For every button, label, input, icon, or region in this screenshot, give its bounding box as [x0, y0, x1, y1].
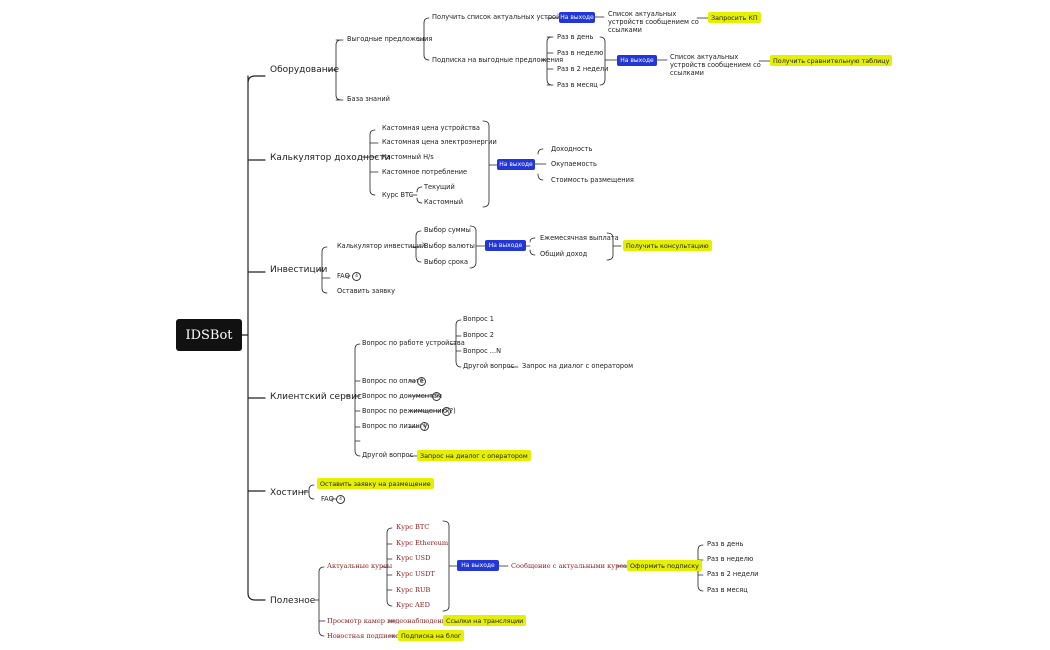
support-badge-2: 5: [442, 407, 451, 416]
useful-period-0[interactable]: Раз в день: [707, 540, 744, 548]
invest-param-1[interactable]: Выбор валюты: [424, 242, 475, 250]
support-question-2[interactable]: Вопрос ...N: [463, 347, 502, 355]
hw-subscription[interactable]: Подписка на выгодные предложения: [432, 56, 564, 64]
support-leasing-q[interactable]: Вопрос по лизингу: [362, 422, 428, 430]
hw-compare-table[interactable]: Получить сравнительную таблицу: [770, 55, 893, 66]
invest-calculator[interactable]: Калькулятор инвестиций: [337, 242, 426, 250]
useful-period-3[interactable]: Раз в месяц: [707, 586, 748, 594]
hosting-leave-request[interactable]: Оставить заявку на размещение: [317, 478, 434, 489]
hw-request-kp[interactable]: Запросить КП: [708, 12, 761, 23]
support-badge-0: 5: [417, 377, 426, 386]
support-other-q-inner[interactable]: Другой вопрос: [463, 362, 515, 370]
hw-offers[interactable]: Выгодные предложения: [347, 35, 433, 43]
useful-subscribe[interactable]: Оформить подписку: [627, 560, 702, 571]
useful-news[interactable]: Новостная подписка: [327, 632, 400, 640]
calc-item-0[interactable]: Кастомная цена устройства: [382, 124, 480, 132]
branch-calculator[interactable]: Калькулятор доходности: [270, 153, 391, 163]
calc-output: На выходе: [497, 159, 535, 170]
invest-consult[interactable]: Получить консультацию: [623, 240, 712, 251]
invest-param-0[interactable]: Выбор суммы: [424, 226, 471, 234]
calc-item-3[interactable]: Кастомное потребление: [382, 168, 468, 176]
invest-result-1: Общий доход: [540, 250, 588, 258]
support-payment-q[interactable]: Вопрос по оплате: [362, 377, 424, 385]
calc-btc-custom[interactable]: Кастомный: [424, 198, 463, 206]
calc-result-0: Доходность: [551, 145, 593, 153]
useful-rate-5[interactable]: Курс AED: [396, 601, 430, 609]
useful-cameras[interactable]: Просмотр камер видеонаблюдения: [327, 617, 451, 625]
support-question-0[interactable]: Вопрос 1: [463, 315, 495, 323]
hw-output-1: На выходе: [559, 12, 595, 23]
useful-blog-sub[interactable]: Подписка на блог: [398, 630, 465, 641]
hw-output-2: На выходе: [617, 55, 657, 66]
hosting-faq[interactable]: FAQ: [321, 495, 334, 503]
hw-period-2[interactable]: Раз в 2 недели: [557, 65, 609, 73]
branch-hosting[interactable]: Хостинг: [270, 488, 309, 498]
hw-get-list[interactable]: Получить список актуальных устройств: [432, 13, 572, 21]
root-node[interactable]: IDSBot: [176, 319, 242, 351]
useful-rate-3[interactable]: Курс USDT: [396, 570, 435, 578]
hw-list-links-1: Список актуальных устройств сообщением с…: [608, 10, 699, 34]
useful-rates[interactable]: Актуальные курсы: [327, 562, 393, 570]
calc-btc-current[interactable]: Текущий: [424, 183, 455, 191]
calc-result-2: Стоимость размещения: [551, 176, 634, 184]
support-badge-3: 6: [420, 422, 429, 431]
branch-hardware[interactable]: Оборудование: [270, 65, 339, 75]
useful-rate-1[interactable]: Курс Ethereum: [396, 539, 449, 547]
useful-period-1[interactable]: Раз в неделю: [707, 555, 754, 563]
calc-result-1: Окупаемость: [551, 160, 597, 168]
hw-period-0[interactable]: Раз в день: [557, 33, 594, 41]
invest-faq[interactable]: FAQ: [337, 272, 350, 280]
support-operator-req[interactable]: Запрос на диалог с оператором: [522, 362, 634, 370]
invest-output: На выходе: [485, 240, 526, 251]
support-other-q[interactable]: Другой вопрос: [362, 451, 414, 459]
support-question-1[interactable]: Вопрос 2: [463, 331, 495, 339]
calc-item-2[interactable]: Кастомный Н/s: [382, 153, 434, 161]
useful-period-2[interactable]: Раз в 2 недели: [707, 570, 759, 578]
useful-rate-0[interactable]: Курс BTC: [396, 523, 430, 531]
support-modes-q[interactable]: Вопрос по режимщению(?): [362, 407, 456, 415]
useful-rate-4[interactable]: Курс RUB: [396, 586, 431, 594]
hosting-faq-badge: 4: [336, 495, 345, 504]
calc-btc[interactable]: Курс BTC: [382, 191, 414, 199]
useful-rate-2[interactable]: Курс USD: [396, 554, 431, 562]
useful-stream-links[interactable]: Ссылки на трансляции: [443, 615, 527, 626]
invest-leave-request[interactable]: Оставить заявку: [337, 287, 395, 295]
hw-period-1[interactable]: Раз в неделю: [557, 49, 604, 57]
support-operator-req-2[interactable]: Запрос на диалог с оператором: [417, 450, 531, 461]
branch-support[interactable]: Клиентский сервис: [270, 392, 362, 402]
branch-useful[interactable]: Полезное: [270, 596, 316, 606]
support-work-q[interactable]: Вопрос по работе устройства: [362, 339, 465, 347]
hw-period-3[interactable]: Раз в месяц: [557, 81, 598, 89]
useful-output: На выходе: [457, 560, 499, 571]
branch-investments[interactable]: Инвестиции: [270, 265, 328, 275]
support-badge-1: 5: [432, 392, 441, 401]
hw-knowledge[interactable]: База знаний: [347, 95, 390, 103]
hw-list-links-2: Список актуальных устройств сообщением с…: [670, 53, 761, 77]
invest-param-2[interactable]: Выбор срока: [424, 258, 468, 266]
invest-faq-badge: 4: [352, 272, 361, 281]
useful-rates-msg: Сообщение с актуальными курсами: [511, 562, 637, 570]
invest-result-0: Ежемесячная выплата: [540, 234, 619, 242]
calc-item-1[interactable]: Кастомная цена электроэнергии: [382, 138, 497, 146]
support-docs-q[interactable]: Вопрос по документам: [362, 392, 442, 400]
